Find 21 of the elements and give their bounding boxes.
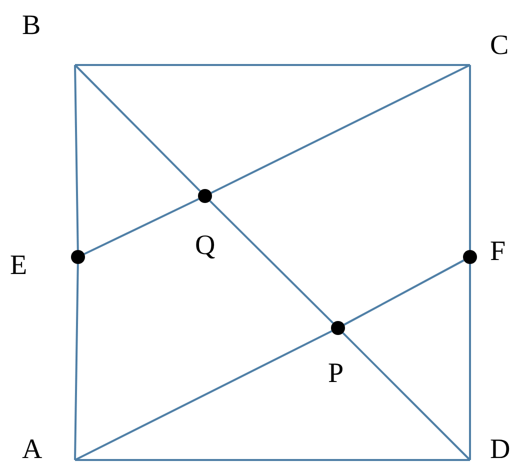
line-segment: [74, 64, 79, 250]
point-label: C: [490, 32, 509, 60]
point-label: E: [10, 252, 28, 280]
point-label: D: [490, 436, 510, 464]
point-label: B: [22, 12, 41, 40]
line-segment: [342, 332, 471, 461]
line-segment: [469, 65, 471, 250]
point-label: A: [22, 436, 42, 464]
point-label: P: [328, 360, 344, 388]
line-segment: [75, 64, 470, 66]
line-segment: [210, 64, 470, 194]
line-segment: [344, 259, 464, 326]
line-segment: [74, 64, 201, 192]
line-segment: [469, 264, 471, 460]
line-segment: [209, 200, 334, 324]
point-label: Q: [195, 232, 216, 260]
point-label: F: [490, 238, 506, 266]
line-segment: [75, 459, 470, 461]
line-segment: [74, 264, 79, 460]
line-segment: [84, 198, 200, 255]
line-segment: [74, 330, 332, 461]
